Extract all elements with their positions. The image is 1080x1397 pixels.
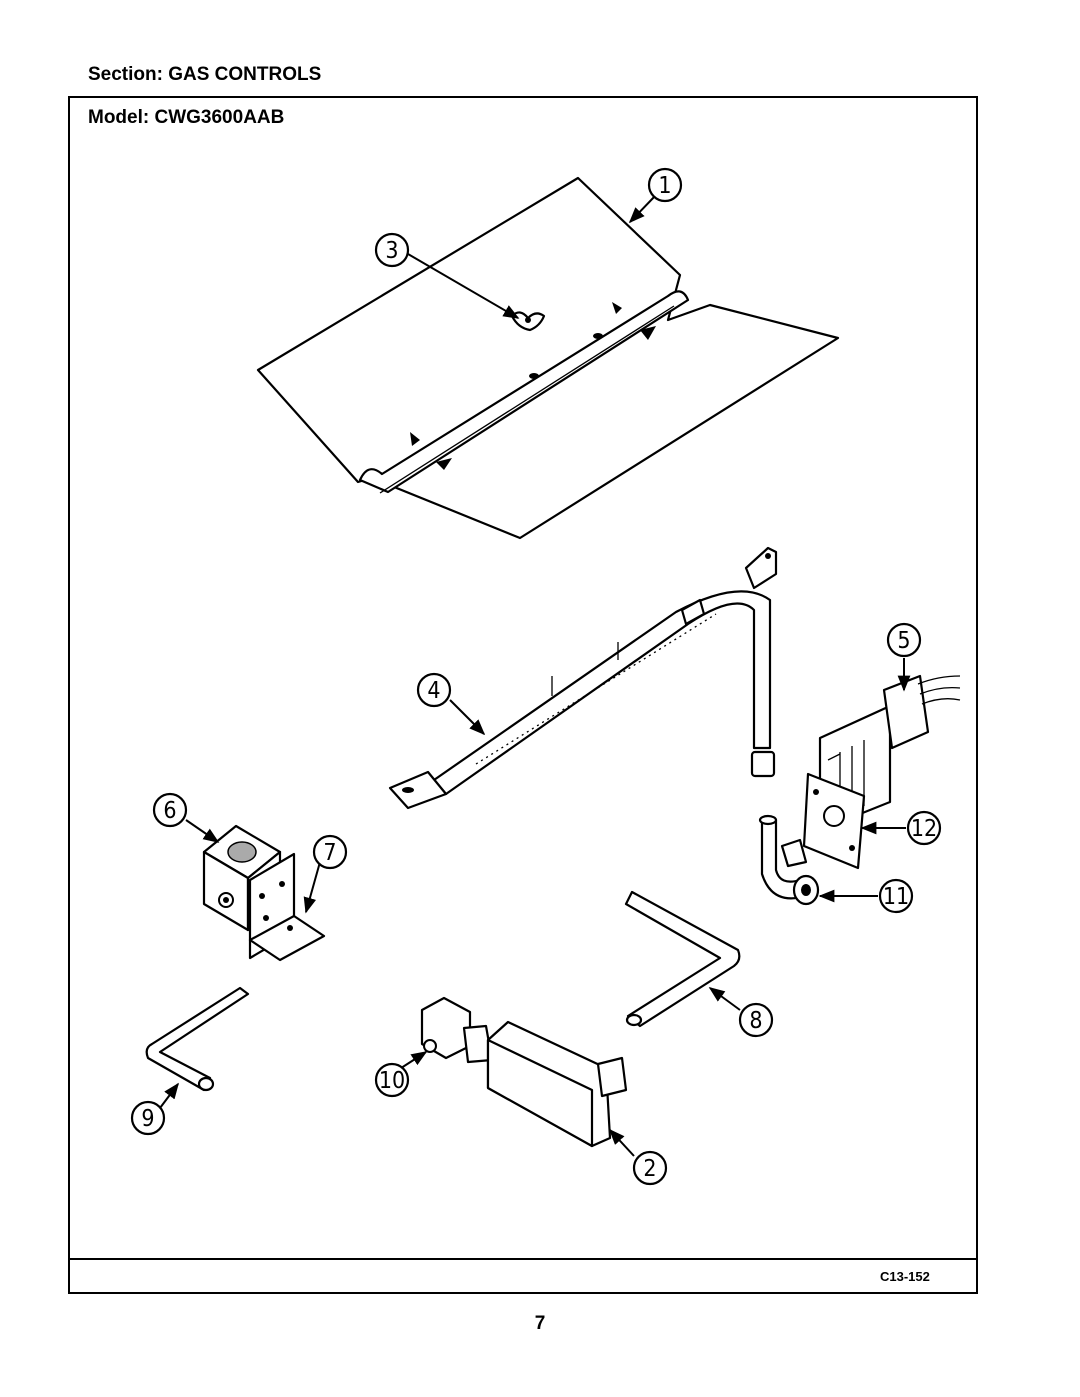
svg-text:1: 1 — [658, 173, 671, 199]
svg-text:3: 3 — [385, 238, 398, 264]
part-7-bracket — [248, 852, 326, 962]
callout-7: 7 — [312, 834, 348, 870]
part-11-elbow-fitting — [758, 814, 820, 906]
diagram-frame — [68, 96, 978, 1294]
svg-text:12: 12 — [911, 816, 937, 842]
callout-8: 8 — [738, 1002, 774, 1038]
part-12-mounting-plate — [802, 772, 866, 870]
callout-9: 9 — [130, 1100, 166, 1136]
section-title: Section: GAS CONTROLS — [88, 64, 322, 85]
svg-text:9: 9 — [141, 1106, 154, 1132]
callout-2: 2 — [632, 1150, 668, 1186]
part-1-baffle — [256, 176, 840, 540]
callout-6: 6 — [152, 792, 188, 828]
part-10-regulator — [420, 996, 494, 1064]
svg-text:8: 8 — [749, 1008, 762, 1034]
part-3-wing-nut — [510, 311, 546, 332]
callout-3: 3 — [374, 232, 410, 268]
svg-text:10: 10 — [379, 1068, 405, 1094]
part-4-burner-tube — [388, 546, 778, 810]
page-number: 7 — [534, 1313, 546, 1334]
callout-10: 10 — [374, 1062, 410, 1098]
callout-1: 1 — [647, 167, 683, 203]
part-8-gas-tube — [624, 890, 741, 1028]
figure-code: C13-152 — [880, 1269, 930, 1284]
part-9-gas-tube — [145, 986, 250, 1092]
svg-text:6: 6 — [163, 798, 176, 824]
svg-text:2: 2 — [643, 1156, 656, 1182]
part-2-valve-body — [486, 1020, 628, 1148]
callout-5: 5 — [886, 622, 922, 658]
svg-text:7: 7 — [323, 840, 336, 866]
svg-text:11: 11 — [883, 884, 909, 910]
callout-4: 4 — [416, 672, 452, 708]
svg-text:4: 4 — [427, 678, 440, 704]
callout-12: 12 — [906, 810, 942, 846]
footer-divider — [68, 1258, 978, 1260]
model-title: Model: CWG3600AAB — [88, 107, 285, 128]
callout-11: 11 — [878, 878, 914, 914]
svg-text:5: 5 — [897, 628, 910, 654]
part-5-igniter — [818, 674, 961, 832]
